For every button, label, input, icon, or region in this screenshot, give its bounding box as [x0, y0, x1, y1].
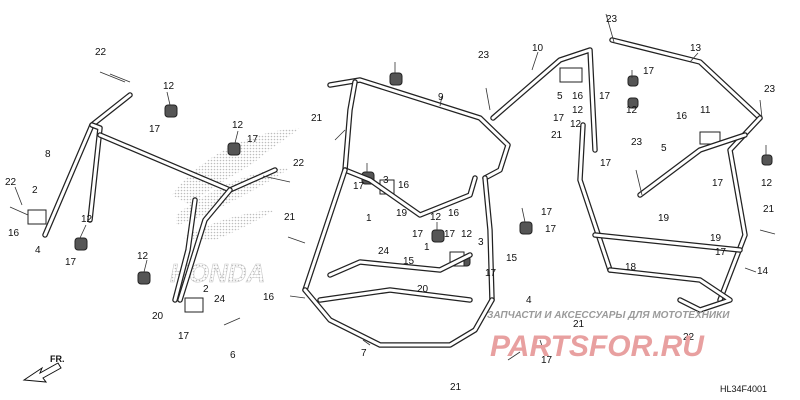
watermark-caption: ЗАПЧАСТИ И АКСЕССУАРЫ ДЛЯ МОТОТЕХНИКИ: [487, 310, 730, 321]
callout-21: 21: [311, 113, 323, 124]
callout-17: 17: [444, 229, 456, 240]
callout-16: 24: [214, 294, 226, 305]
callout-17: 17: [149, 124, 161, 135]
callout-7: 17: [541, 355, 553, 366]
callout-17: 17: [412, 229, 424, 240]
callout-17: 15: [506, 253, 518, 264]
callout-18: 16: [263, 292, 275, 303]
watermark-site: PARTSFOR.RU: [490, 330, 705, 363]
part-9-main-frame: [302, 77, 511, 348]
callout-23: 23: [764, 84, 776, 95]
callout-13: 13: [690, 43, 702, 54]
callout-12: 12: [626, 105, 638, 116]
callout-5: 5: [661, 143, 667, 154]
callout-12: 12: [570, 119, 582, 130]
callout-17: 17: [599, 91, 611, 102]
callout-22: 22: [293, 158, 305, 169]
callout-5: 5: [557, 91, 563, 102]
callout-20: 21: [573, 319, 585, 330]
callout-16: 16: [448, 208, 460, 219]
callout-12: 12: [137, 251, 149, 262]
callout-21: 21: [551, 130, 563, 141]
part-10-top-tube: [490, 47, 598, 153]
callout-17: 17: [65, 257, 77, 268]
callout-19: 19: [710, 233, 722, 244]
callout-17: 17: [353, 181, 365, 192]
callout-12: 12: [430, 212, 442, 223]
part-13-side-frame: [577, 37, 763, 313]
part-8-front-bar: [42, 92, 278, 303]
callout-2: 2: [32, 185, 38, 196]
callout-23: 23: [631, 137, 643, 148]
site-watermark: ЗАПЧАСТИ И АКСЕССУАРЫ ДЛЯ МОТОТЕХНИКИ PA…: [487, 310, 730, 363]
callout-15: 15: [403, 256, 415, 267]
callout-19: 19: [396, 208, 408, 219]
callout-12: 12: [461, 229, 473, 240]
callout-17: 18: [625, 262, 637, 273]
callout-12: 12: [163, 81, 175, 92]
callout-11: 11: [700, 105, 711, 116]
callout-16: 16: [8, 228, 20, 239]
callout-21: 21: [284, 212, 296, 223]
callout-21: 22: [683, 332, 695, 343]
callout-23: 23: [606, 14, 618, 25]
callout-4: 4: [35, 245, 41, 256]
callout-6: 7: [361, 348, 367, 359]
direction-label: FR.: [50, 354, 65, 364]
callout-3: 3: [383, 175, 389, 186]
callout-17: 17: [600, 158, 612, 169]
callout-9: 9: [438, 92, 444, 103]
callout-17: 20: [152, 311, 164, 322]
callout-16: 16: [572, 91, 584, 102]
callout-23: 23: [478, 50, 490, 61]
callout-12: 12: [761, 178, 773, 189]
callout-4: 17: [178, 331, 190, 342]
callout-1: 1: [424, 242, 430, 253]
front-direction-arrow: FR.: [22, 354, 65, 383]
callout-22: 22: [5, 177, 17, 188]
callout-24: 24: [378, 246, 390, 257]
callout-14: 14: [757, 266, 769, 277]
callout-15: 17: [485, 268, 497, 279]
callout-16: 16: [676, 111, 688, 122]
callout-17: 17: [643, 66, 655, 77]
bolts: [9, 13, 776, 361]
callout-1: 1: [366, 213, 372, 224]
callout-3: 3: [478, 237, 484, 248]
honda-wing-watermark: HONDA: [170, 128, 300, 288]
callout-24: 20: [417, 284, 429, 295]
callout-17: 21: [450, 382, 462, 393]
callout-19: 19: [658, 213, 670, 224]
callout-labels: 23 10 13 17 12 9 23 5 16 17 12 23 22 12 …: [5, 14, 776, 393]
callout-12: 12: [232, 120, 244, 131]
callout-17: 17: [545, 224, 557, 235]
callout-21: 21: [763, 204, 775, 215]
callout-22: 22: [95, 47, 107, 58]
callout-20: 4: [526, 295, 532, 306]
callout-17: 17: [247, 134, 259, 145]
callout-16: 16: [398, 180, 410, 191]
callout-17: 17: [553, 113, 565, 124]
callout-17: 17: [715, 247, 727, 258]
callout-22: 6: [230, 350, 236, 361]
callout-12: 12: [572, 105, 584, 116]
callout-2: 2: [203, 284, 209, 295]
diagram-code: HL34F4001: [720, 384, 767, 394]
callout-8: 8: [45, 149, 51, 160]
leader-lines: [14, 51, 767, 353]
callout-10: 10: [532, 43, 544, 54]
callout-17: 17: [712, 178, 724, 189]
callout-12: 12: [81, 214, 93, 225]
callout-17: 17: [541, 207, 553, 218]
